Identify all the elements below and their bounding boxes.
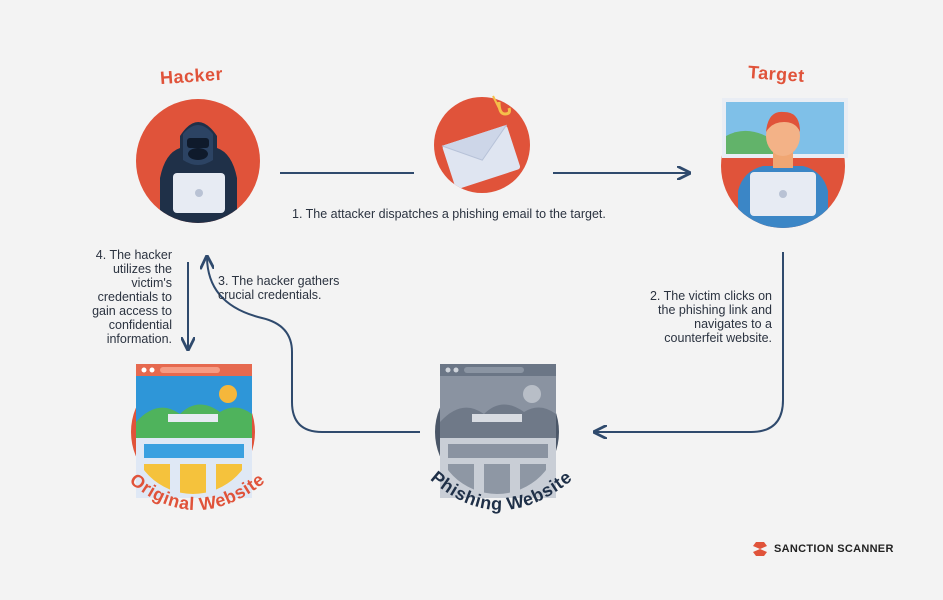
target-user-icon: [721, 98, 848, 228]
phishing-email-icon: [434, 95, 530, 193]
brand: SANCTION SCANNER: [752, 541, 894, 557]
hooded-hacker-icon: [136, 99, 260, 223]
original-website-label: Original Website: [126, 469, 268, 514]
original-website-arc-label-container: Original Website: [126, 469, 268, 514]
brand-name: SANCTION SCANNER: [774, 543, 894, 555]
step-4-text: 4. The hacker utilizes the victim's cred…: [92, 248, 172, 346]
step-2-text: 2. The victim clicks on the phishing lin…: [649, 289, 772, 345]
phishing-to-hacker-arrow: [207, 258, 420, 433]
target-label: Target: [747, 62, 806, 86]
phishing-website-label: Phishing Website: [427, 467, 576, 515]
phishing-website-icon: [435, 364, 559, 498]
step-3-text: 3. The hacker gathers crucial credential…: [218, 274, 340, 302]
hacker-label: Hacker: [159, 63, 224, 89]
step-1-text: 1. The attacker dispatches a phishing em…: [292, 207, 606, 221]
original-website-icon: [131, 364, 255, 498]
phishing-website-arc-label-container: Phishing Website: [427, 467, 576, 515]
target-to-phishing-arrow: [596, 252, 784, 432]
sanction-scanner-logo-icon: [753, 542, 767, 556]
